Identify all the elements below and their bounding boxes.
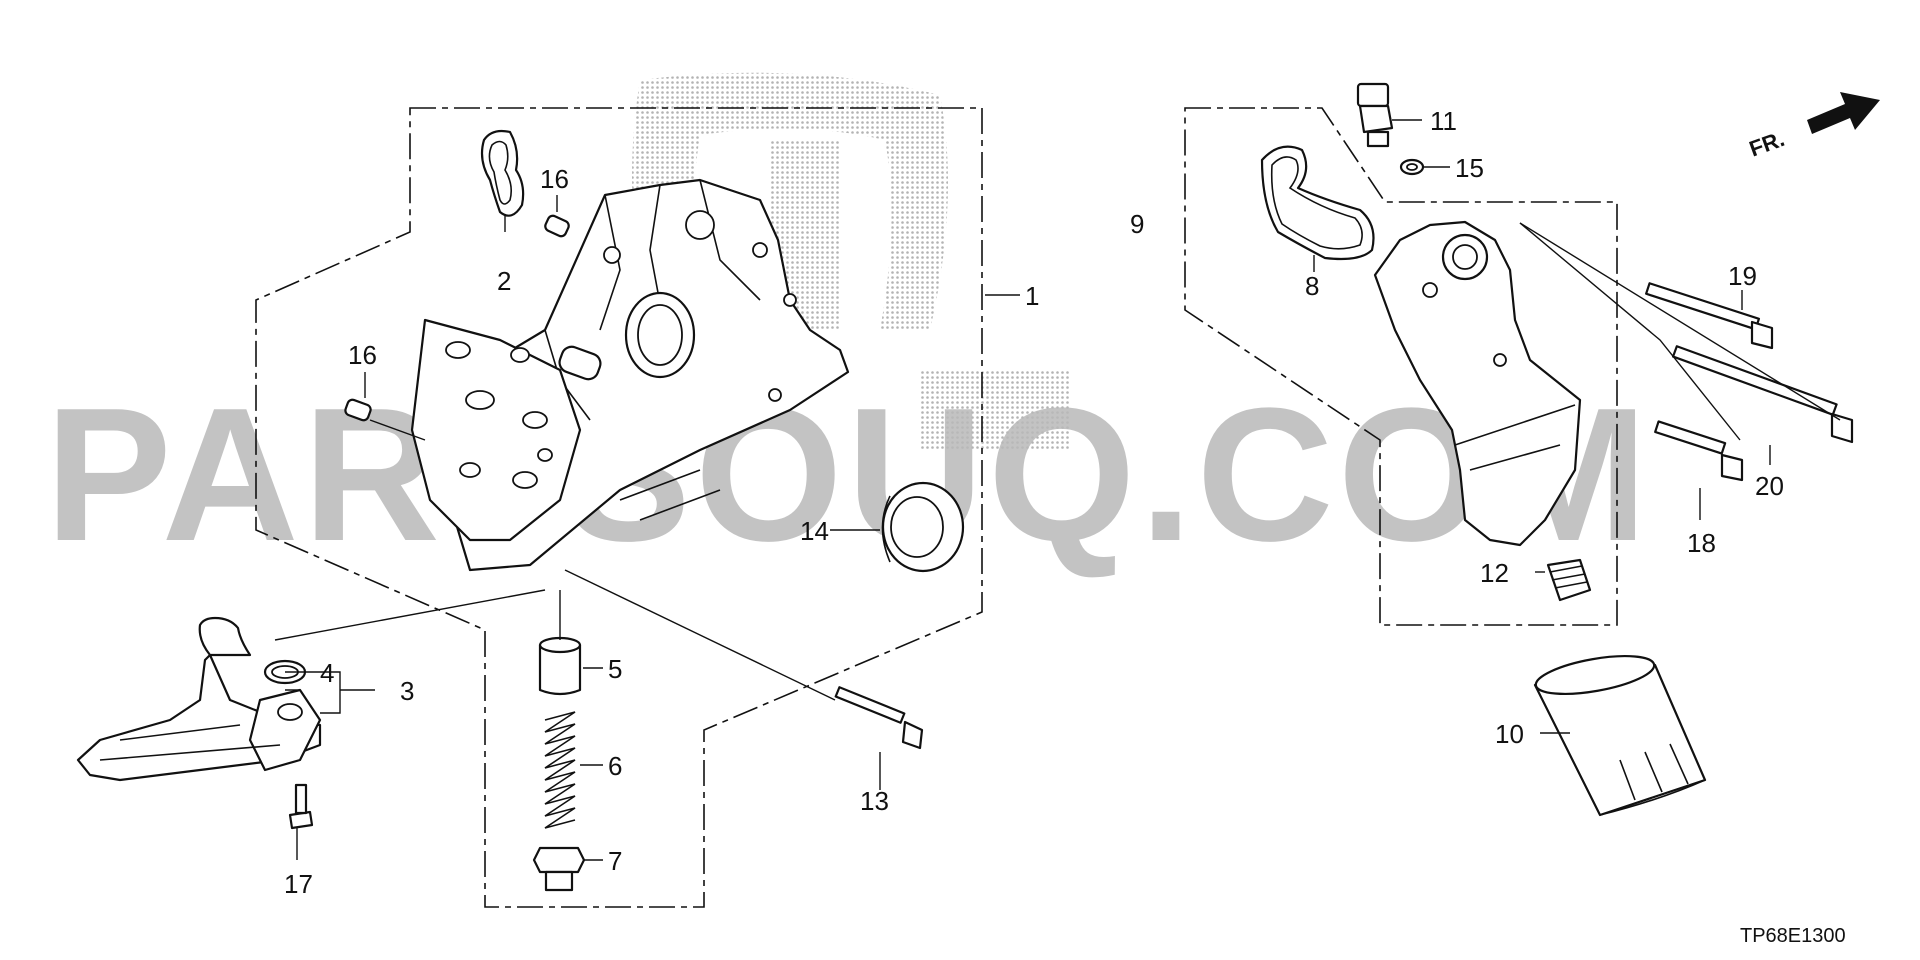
diagram-code: TP68E1300 — [1740, 925, 1846, 947]
filter-base-bolt-20[interactable] — [1671, 345, 1854, 444]
callout-1: 1 — [1025, 281, 1039, 311]
callout-5: 5 — [608, 654, 622, 684]
callout-9: 9 — [1130, 209, 1144, 239]
switch-washer[interactable] — [1399, 158, 1425, 176]
assembly-9-boundary — [1184, 107, 1618, 626]
callout-12: 12 — [1480, 558, 1509, 588]
filter-base-gasket[interactable] — [1260, 145, 1375, 261]
leader-lines — [274, 119, 1841, 861]
callout-16-left: 16 — [348, 340, 377, 370]
callout-19: 19 — [1728, 261, 1757, 291]
callout-14: 14 — [800, 516, 829, 546]
callout-8: 8 — [1305, 271, 1319, 301]
assembly-1-boundary — [255, 107, 983, 908]
oil-filter[interactable] — [1533, 649, 1707, 817]
callout-10: 10 — [1495, 719, 1524, 749]
oil-filter-base[interactable] — [1373, 220, 1582, 547]
front-direction-label: FR. — [1746, 126, 1788, 162]
callout-4: 4 — [320, 658, 334, 688]
relief-spring[interactable] — [544, 711, 576, 829]
filter-stud[interactable] — [1546, 558, 1592, 602]
callout-11: 11 — [1430, 106, 1457, 136]
callout-18: 18 — [1687, 528, 1716, 558]
callout-16-upper: 16 — [540, 164, 569, 194]
strainer-bolt[interactable] — [288, 783, 314, 830]
callout-labels: 1 2 3 4 5 6 7 8 9 10 11 12 13 14 15 16 1… — [284, 106, 1784, 899]
oil-pump-housing[interactable] — [410, 178, 850, 572]
oil-seal[interactable] — [881, 481, 965, 573]
relief-sealing-bolt[interactable] — [532, 846, 586, 892]
filter-base-bolt-18[interactable] — [1654, 420, 1744, 482]
dowel-pin-upper[interactable] — [544, 214, 571, 238]
filter-base-bolt-19[interactable] — [1645, 282, 1774, 350]
site-watermark: PARTSOUQ.COM — [45, 369, 1652, 581]
callout-20: 20 — [1755, 471, 1784, 501]
callout-3: 3 — [400, 676, 414, 706]
callout-13: 13 — [860, 786, 889, 816]
callout-7: 7 — [608, 846, 622, 876]
oil-strainer[interactable] — [76, 616, 322, 782]
callout-17: 17 — [284, 869, 313, 899]
callout-15: 15 — [1455, 153, 1484, 183]
front-direction-arrow-icon — [1807, 92, 1880, 134]
o-ring[interactable] — [263, 659, 307, 685]
callout-2: 2 — [497, 266, 511, 296]
pump-bolt[interactable] — [834, 686, 924, 750]
callout-6: 6 — [608, 751, 622, 781]
oil-pressure-switch[interactable] — [1356, 82, 1394, 148]
pump-gasket[interactable] — [480, 129, 525, 217]
relief-valve[interactable] — [538, 636, 582, 696]
dowel-pin-left[interactable] — [344, 398, 372, 422]
